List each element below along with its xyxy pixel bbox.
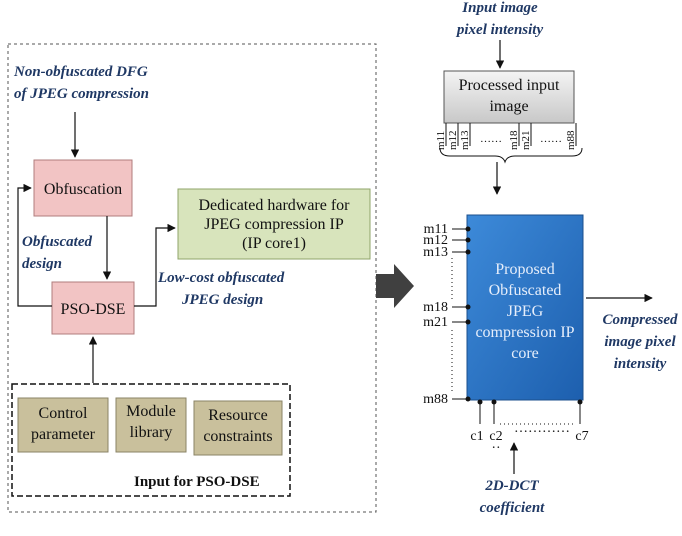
control-parameter-label-1: Control: [39, 405, 88, 422]
pso-dse-label: PSO-DSE: [61, 301, 126, 318]
left-pin-label: m11: [424, 222, 448, 237]
bottom-pin-label: c2: [489, 429, 502, 444]
left-pin-label: m21: [423, 315, 448, 330]
left-pin-dots: [465, 226, 471, 402]
input-group-border: [11, 383, 291, 497]
dots-top-2: ……: [540, 133, 562, 145]
top-pin-brace: [439, 147, 583, 164]
resource-constraints-label-2: constraints: [203, 428, 272, 445]
processed-input-label-1: Processed input: [459, 77, 560, 94]
pso-dse-box: [51, 281, 135, 335]
resource-constraints-label-1: Resource: [208, 407, 268, 424]
top-pin-ticks: [445, 123, 577, 146]
dedicated-hardware-box: [177, 188, 371, 260]
obfuscated-ip-core-box: [466, 214, 584, 401]
core-label-2: Obfuscated: [489, 282, 562, 299]
dedicated-hardware-label-2: JPEG compression IP: [204, 216, 344, 233]
module-library-label-1: Module: [126, 403, 176, 420]
input-image-label-2: pixel intensity: [455, 22, 544, 38]
input-image-label: Input image: [461, 0, 538, 16]
non-obfuscated-dfg-label-2: of JPEG compression: [14, 86, 149, 102]
bottom-pin-label: c1: [470, 429, 483, 444]
left-pin-label: m12: [423, 233, 448, 248]
dedicated-hardware-label-1: Dedicated hardware for: [198, 197, 350, 214]
left-pin-label: m88: [423, 392, 448, 407]
core-label-3: JPEG: [507, 303, 544, 320]
dots-top: ……: [480, 133, 502, 145]
top-pin-label: m13: [459, 130, 471, 150]
dct-coefficient-label: 2D-DCT: [484, 478, 539, 494]
input-for-pso-label: Input for PSO-DSE: [134, 474, 260, 490]
low-cost-design-label-2: JPEG design: [181, 292, 263, 308]
bottom-pin-dots: [477, 399, 583, 405]
obfuscated-design-label-2: design: [22, 256, 62, 272]
compressed-output-label-2: image pixel: [604, 334, 676, 350]
core-label-5: core: [511, 345, 539, 362]
obfuscated-design-label: Obfuscated: [22, 234, 92, 250]
obfuscation-box: [33, 159, 133, 217]
top-pin-label: m21: [520, 130, 532, 150]
compressed-output-label: Compressed: [603, 312, 679, 328]
arrow-pso-to-dedicated: [134, 223, 176, 307]
core-label-4: compression IP: [475, 324, 574, 341]
obfuscation-label: Obfuscation: [44, 181, 122, 198]
module-library-box: [115, 397, 187, 453]
processed-input-image-box: [443, 70, 575, 124]
dct-coefficient-label-2: coefficient: [480, 500, 546, 516]
low-cost-design-label: Low-cost obfuscated: [157, 270, 285, 286]
panel-transition-arrow: [376, 264, 414, 308]
bottom-pin-label: c7: [575, 429, 588, 444]
top-pin-label: m12: [447, 130, 459, 150]
left-pin-lines: [451, 228, 467, 400]
top-pin-label: m11: [435, 131, 447, 150]
dedicated-hardware-label-3: (IP core1): [242, 235, 306, 252]
top-pin-label: m18: [508, 130, 520, 150]
compressed-output-label-3: intensity: [614, 356, 667, 372]
resource-constraints-box: [193, 400, 283, 456]
non-obfuscated-dfg-label: Non-obfuscated DFG: [13, 64, 148, 80]
left-pin-label: m13: [423, 245, 448, 260]
control-parameter-label-2: parameter: [31, 426, 96, 443]
processed-input-label-2: image: [489, 98, 528, 115]
top-pin-label: m88: [565, 130, 577, 150]
dots-small: ··: [491, 441, 500, 456]
left-pin-label: m18: [423, 300, 448, 315]
core-label-1: Proposed: [495, 261, 555, 278]
dots-bottom: …………: [514, 421, 570, 436]
module-library-label-2: library: [130, 424, 173, 441]
feedback-loop-arrow: [17, 183, 52, 307]
control-parameter-box: [17, 397, 109, 453]
